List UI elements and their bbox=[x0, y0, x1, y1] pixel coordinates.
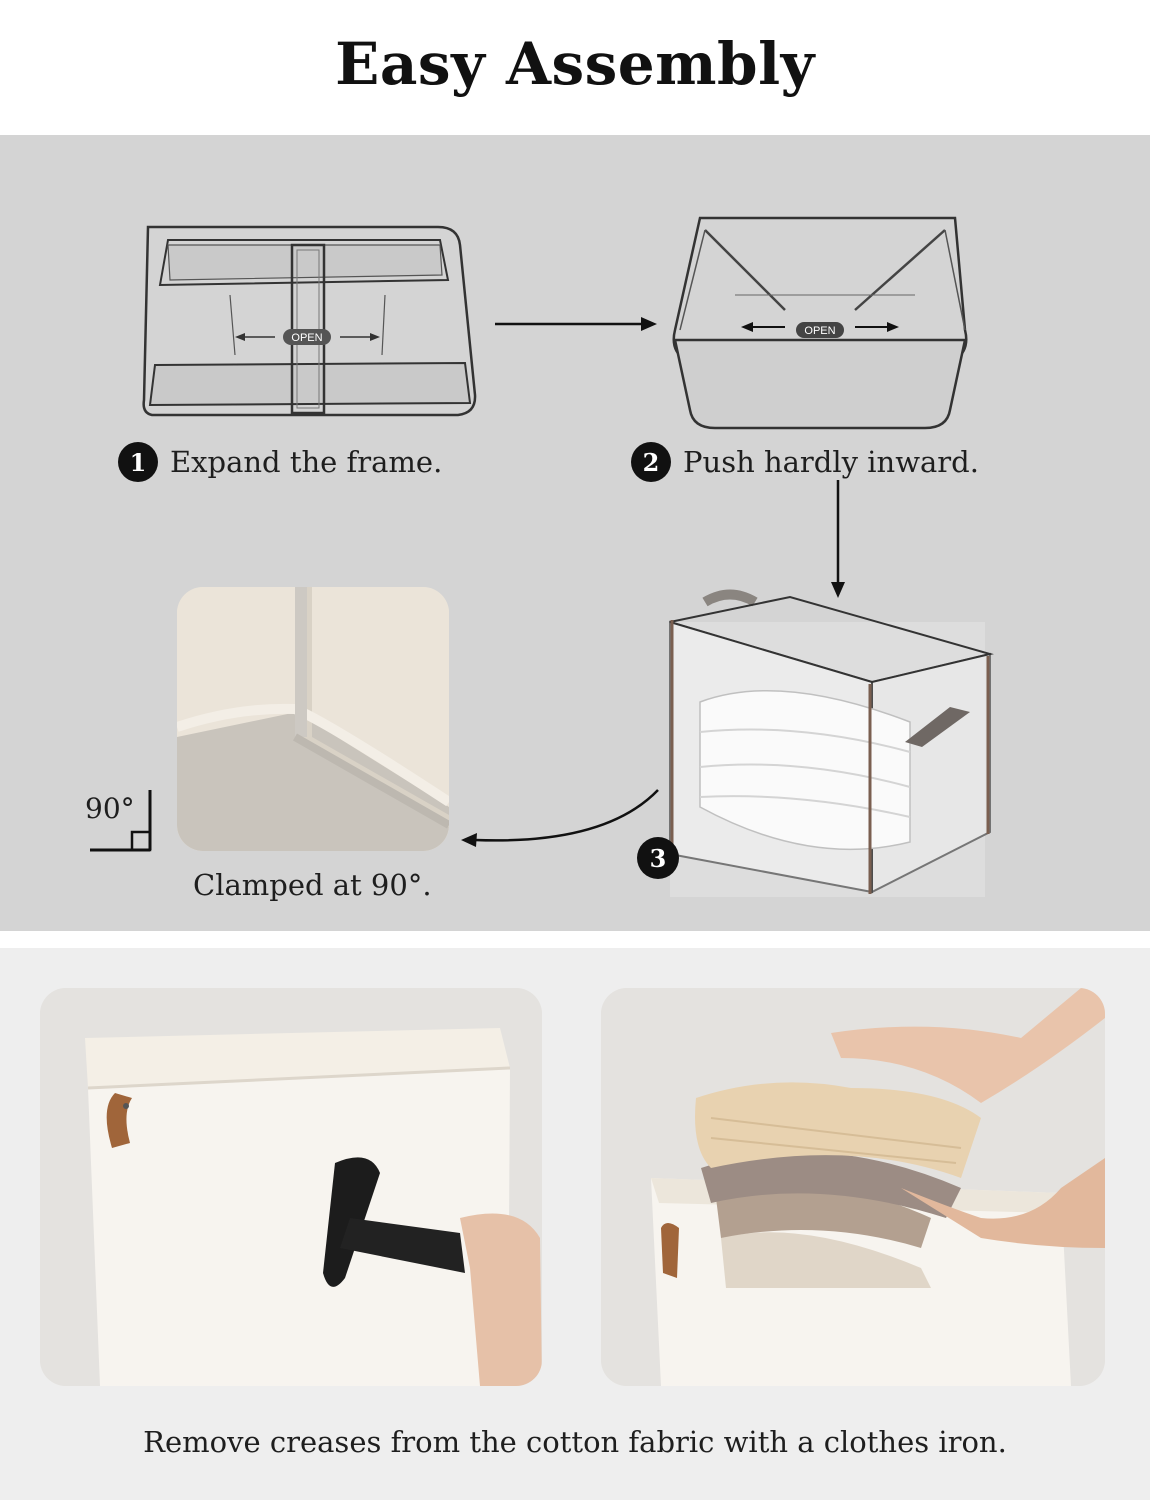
open-label-2: OPEN bbox=[804, 325, 835, 337]
steamer-photo bbox=[40, 988, 542, 1386]
corner-photo bbox=[177, 587, 449, 851]
step-1-number: 1 bbox=[118, 442, 158, 482]
clamped-caption: Clamped at 90°. bbox=[193, 868, 432, 902]
arrow-down bbox=[831, 480, 845, 598]
degree-label: 90° bbox=[85, 792, 135, 825]
step-1: 1 Expand the frame. bbox=[118, 442, 442, 482]
step-2-text: Push hardly inward. bbox=[683, 445, 979, 479]
page-title: Easy Assembly bbox=[335, 30, 815, 98]
step-2: 2 Push hardly inward. bbox=[631, 442, 979, 482]
arrow-right bbox=[495, 317, 657, 331]
footer-caption: Remove creases from the cotton fabric wi… bbox=[143, 1425, 1007, 1459]
step1-diagram: OPEN bbox=[142, 225, 477, 417]
step-1-text: Expand the frame. bbox=[170, 445, 443, 479]
curved-arrow bbox=[461, 789, 659, 847]
towels-photo bbox=[601, 988, 1105, 1386]
step2-diagram: OPEN bbox=[672, 216, 968, 430]
step-2-number: 2 bbox=[631, 442, 671, 482]
right-angle-icon bbox=[90, 790, 152, 852]
open-label: OPEN bbox=[291, 332, 322, 344]
step3-box-illustration bbox=[669, 589, 994, 897]
step-3-number: 3 bbox=[637, 837, 679, 879]
